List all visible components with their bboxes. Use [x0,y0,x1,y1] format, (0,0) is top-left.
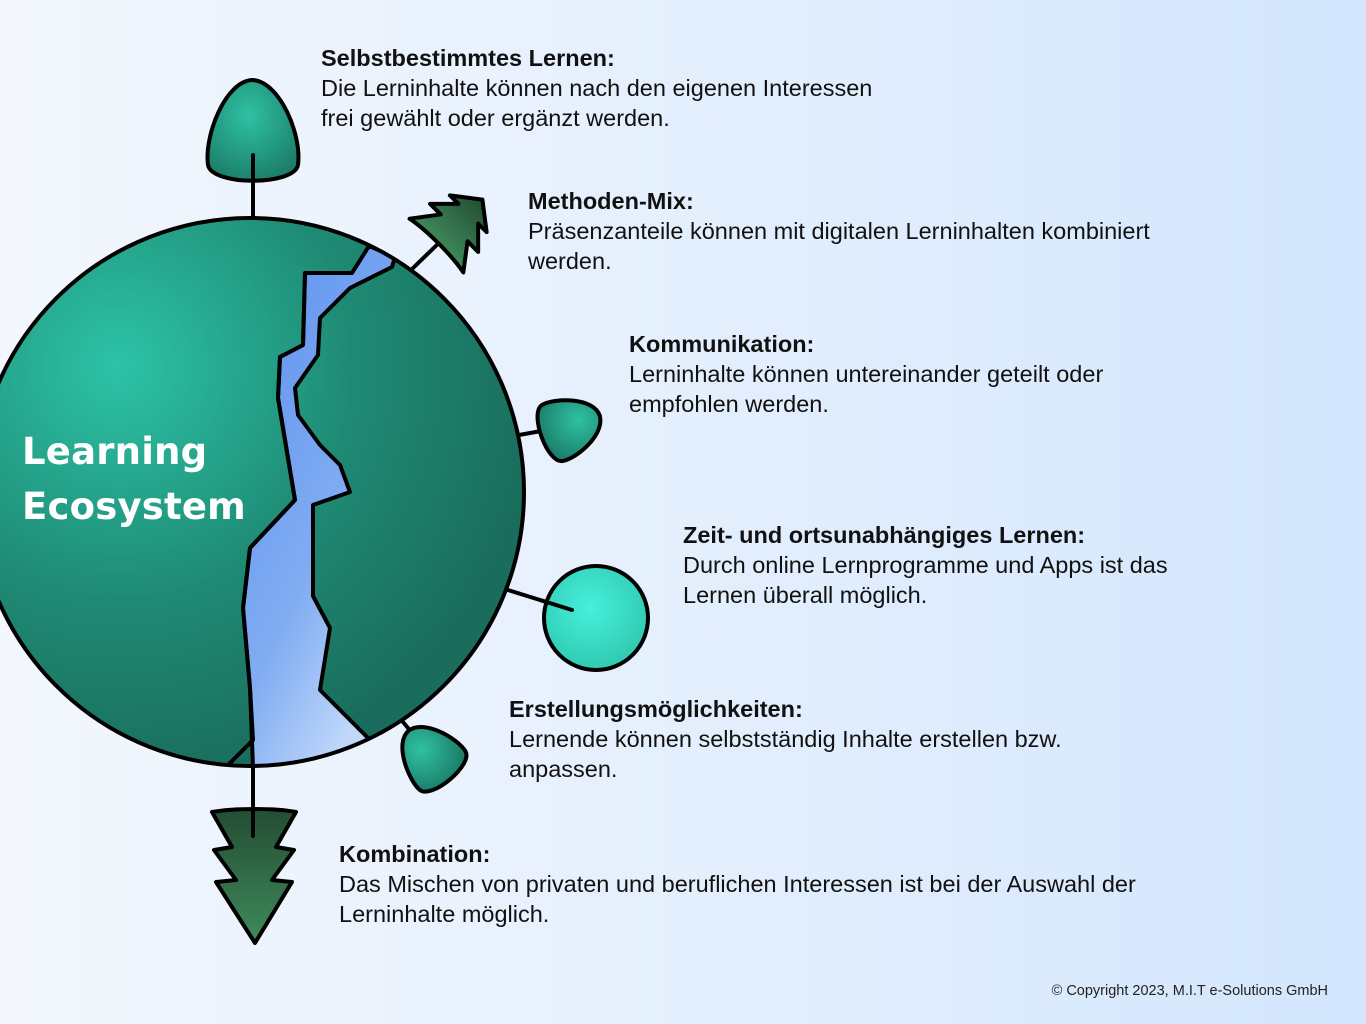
feature-heading: Methoden-Mix: [528,188,694,214]
pine-tree-icon [210,807,298,945]
globe [0,216,526,768]
bush-icon [542,564,650,672]
feature-heading: Selbstbestimmtes Lernen: [321,45,615,71]
feature-text: Lernende können selbstständig Inhalte er… [509,726,1062,782]
feature-heading: Erstellungsmöglichkeiten: [509,696,803,722]
title-line-2: Ecosystem [22,485,246,528]
pine-tree-icon [407,193,489,275]
feature-combination: Kombination: Das Mischen von privaten un… [339,839,1136,929]
feature-heading: Zeit- und ortsunabhängiges Lernen: [683,522,1086,548]
feature-creation-options: Erstellungsmöglichkeiten: Lernende könne… [509,694,1062,784]
diagram-title: Learning Ecosystem [22,424,246,534]
feature-text: Durch online Lernprogramme und Apps ist … [683,552,1168,608]
feature-text: Die Lerninhalte können nach den eigenen … [321,75,873,131]
feature-text: Lerninhalte können untereinander geteilt… [629,361,1104,417]
copyright-notice: © Copyright 2023, M.I.T e-Solutions GmbH [1051,983,1328,999]
title-line-1: Learning [22,430,208,473]
round-tree-icon [400,725,469,794]
feature-communication: Kommunikation: Lerninhalte können untere… [629,329,1103,419]
feature-self-directed-learning: Selbstbestimmtes Lernen: Die Lerninhalte… [321,43,872,133]
feature-heading: Kombination: [339,841,491,867]
feature-heading: Kommunikation: [629,331,815,357]
feature-text: Das Mischen von privaten und beruflichen… [339,871,1136,927]
feature-time-location-independent: Zeit- und ortsunabhängiges Lernen: Durch… [683,520,1168,610]
feature-method-mix: Methoden-Mix: Präsenzanteile können mit … [528,186,1150,276]
feature-text: Präsenzanteile können mit digitalen Lern… [528,218,1150,274]
round-tree-icon [535,398,603,463]
